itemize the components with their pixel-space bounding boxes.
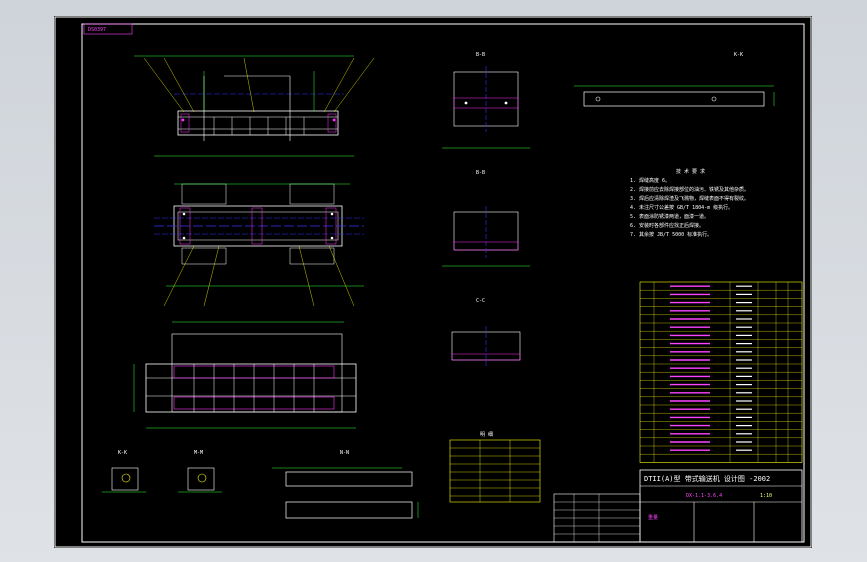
title-line2: DX-1.1-3.6.4 — [686, 493, 722, 499]
title-scale: 1:10 — [760, 493, 772, 499]
svg-text:7. 其余按 JB/T 5000 标准执行。: 7. 其余按 JB/T 5000 标准执行。 — [630, 231, 712, 238]
title-line1: DTII(A)型 带式输送机 设计图 -2002 — [644, 474, 770, 483]
drawing-sheet[interactable]: DS0397 — [54, 16, 812, 548]
svg-text:5. 表面涂防锈漆两道，面漆一道。: 5. 表面涂防锈漆两道，面漆一道。 — [630, 213, 709, 220]
outer-frame — [54, 16, 812, 548]
svg-text:3. 焊后应清除焊渣及飞溅物，焊缝表面不得有裂纹。: 3. 焊后应清除焊渣及飞溅物，焊缝表面不得有裂纹。 — [630, 195, 749, 202]
section-b-b-upper: B-B — [442, 52, 530, 149]
svg-text:技 术 要 求: 技 术 要 求 — [676, 168, 705, 175]
svg-text:6. 安装时各部件应找正后焊接。: 6. 安装时各部件应找正后焊接。 — [630, 222, 704, 229]
drawing-canvas[interactable]: DS0397 — [54, 16, 812, 548]
material-table: 明 细 — [449, 431, 541, 503]
weight-label: 重量 — [648, 514, 658, 521]
svg-text:2. 焊接前应去除焊接部位的油污、铁锈及其他杂质。: 2. 焊接前应去除焊接部位的油污、铁锈及其他杂质。 — [630, 186, 749, 193]
side-elevation-view — [133, 321, 357, 429]
svg-text:M-M: M-M — [194, 450, 203, 456]
svg-text:B-B: B-B — [476, 52, 485, 58]
svg-text:4. 未注尺寸公差按 GB/T 1804-m 级执行。: 4. 未注尺寸公差按 GB/T 1804-m 级执行。 — [630, 204, 733, 211]
section-b-b-lower: B-B — [442, 170, 530, 267]
technical-notes: 技 术 要 求 1. 焊缝高度 6。 2. 焊接前应去除焊接部位的油污、铁锈及其… — [630, 168, 749, 238]
section-c-c: C-C — [451, 298, 521, 366]
title-block: DTII(A)型 带式输送机 设计图 -2002 DX-1.1-3.6.4 1:… — [553, 469, 803, 543]
svg-text:K-K: K-K — [734, 52, 743, 58]
plan-view — [154, 183, 364, 307]
svg-text:明 细: 明 细 — [480, 431, 493, 438]
inner-frame — [81, 23, 805, 543]
parts-list — [639, 281, 803, 463]
svg-text:N-N: N-N — [340, 450, 349, 456]
detail-m-m: M-M — [178, 450, 222, 493]
frame-tag: DS0397 — [88, 27, 106, 33]
svg-text:B-B: B-B — [476, 170, 485, 176]
svg-text:1. 焊缝高度 6。: 1. 焊缝高度 6。 — [630, 177, 670, 184]
bar-detail: N-N — [272, 450, 419, 519]
front-elevation-view — [134, 55, 375, 157]
svg-text:K-K: K-K — [118, 450, 127, 456]
svg-text:C-C: C-C — [476, 298, 485, 304]
frame-tag-box — [83, 23, 133, 35]
plate-view-k-k: K-K — [574, 52, 775, 107]
detail-k-k: K-K — [102, 450, 146, 493]
